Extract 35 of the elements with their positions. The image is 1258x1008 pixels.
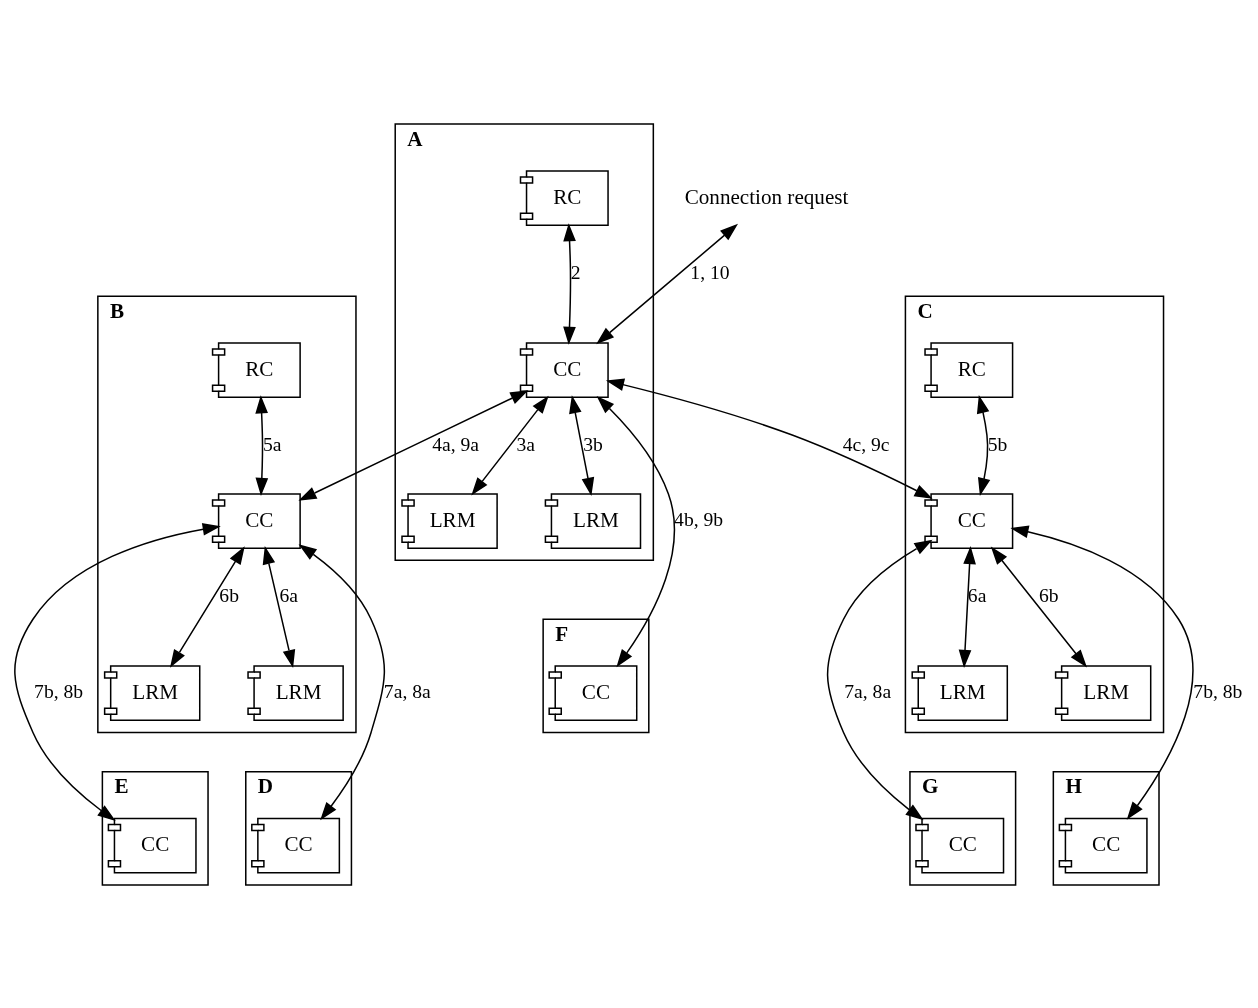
- edge-label: 6a: [279, 584, 299, 606]
- arrow: [605, 378, 933, 499]
- edge-label: 3b: [583, 433, 603, 455]
- arrow: [1010, 525, 1194, 820]
- edge-label: 7b, 8b: [1193, 680, 1243, 702]
- arrow: [170, 545, 245, 668]
- arrow: [958, 545, 976, 668]
- edge-label: 6a: [967, 584, 987, 606]
- edge-label: 7a, 8a: [383, 680, 431, 702]
- arrow: [826, 539, 933, 820]
- edge-label: 3a: [516, 433, 536, 455]
- edge-label: 6b: [219, 584, 239, 606]
- arrow: [563, 222, 576, 345]
- arrow: [596, 395, 675, 667]
- edge-label: 4b, 9b: [674, 508, 724, 530]
- edge-label: 5a: [262, 433, 282, 455]
- edge-label: 7a, 8a: [844, 680, 892, 702]
- arrow: [596, 223, 739, 344]
- edge-label: 5b: [987, 433, 1008, 455]
- edge-label: 6b: [1039, 584, 1059, 606]
- arrow: [976, 394, 991, 496]
- arrow: [471, 395, 549, 495]
- arrow: [298, 389, 529, 501]
- edge-label: 2: [570, 261, 581, 283]
- arrow: [569, 394, 595, 496]
- edge-label: 4a, 9a: [432, 433, 480, 455]
- arrow: [262, 545, 296, 668]
- arrow: [990, 546, 1087, 668]
- edge-label: 4c, 9c: [842, 433, 890, 455]
- edge-label: 7b, 8b: [34, 680, 84, 702]
- edge-label: 1, 10: [690, 261, 730, 283]
- arrow: [14, 522, 221, 821]
- arrow: [255, 394, 269, 496]
- arrow: [298, 543, 386, 820]
- node-text: Connection request: [684, 184, 849, 209]
